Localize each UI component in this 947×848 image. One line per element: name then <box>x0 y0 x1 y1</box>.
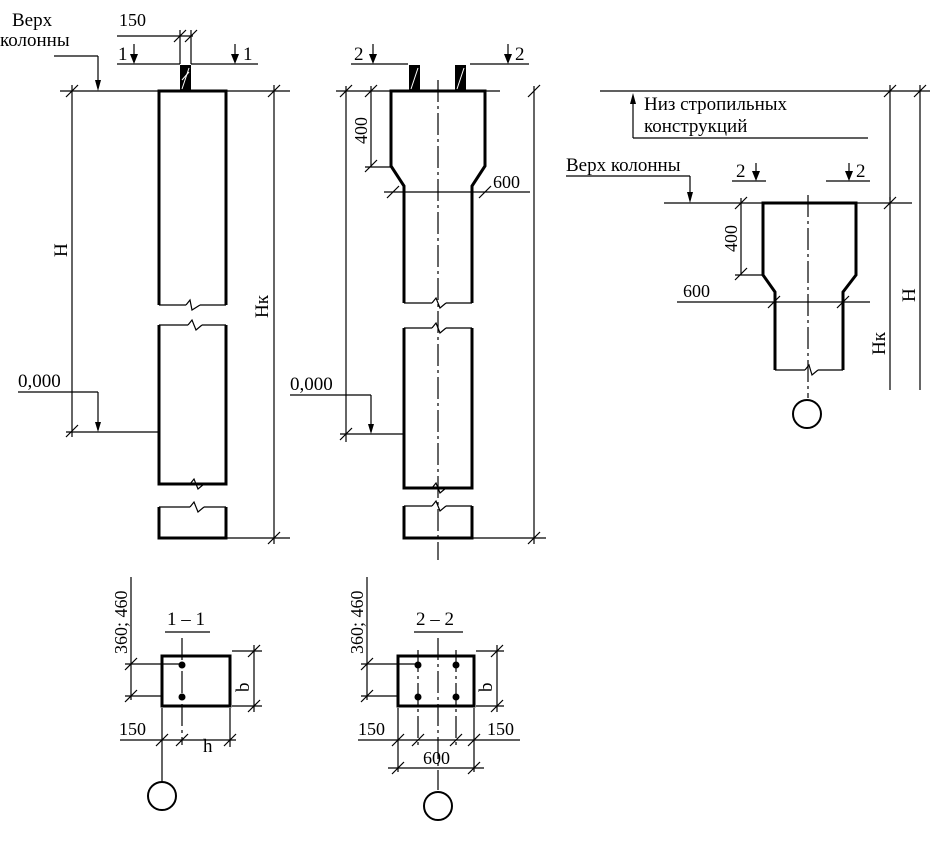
section-mark-2-right: 2 <box>515 44 525 65</box>
bottom-of-rafter-label-2: конструкций <box>644 116 747 137</box>
dim-600-detail: 600 <box>683 281 710 301</box>
Hk-label-1: Нк <box>252 294 273 318</box>
section-2-2 <box>358 577 520 821</box>
section-1-1 <box>120 577 262 811</box>
dim-150-top: 150 <box>119 10 146 30</box>
labels: Верх колонны 150 1 1 Н Нк 0,000 2 2 400 … <box>0 10 920 768</box>
dim-150-s2-left: 150 <box>358 719 385 739</box>
b-label-s1: b <box>233 683 254 693</box>
top-of-column-detail: Верх колонны <box>566 155 681 176</box>
section-mark-2-left: 2 <box>354 44 364 65</box>
zero-level-1: 0,000 <box>18 371 61 392</box>
column-detail <box>566 84 930 429</box>
section-mark-2-detail-left: 2 <box>736 161 746 182</box>
section-mark-1-right: 1 <box>243 44 253 65</box>
dim-400-detail: 400 <box>721 225 741 252</box>
section-title-1-1: 1 – 1 <box>167 609 205 630</box>
top-of-column-label-2: колонны <box>0 30 70 51</box>
zero-level-2: 0,000 <box>290 374 333 395</box>
H-label-1: Н <box>51 243 72 257</box>
dim-150-s2-right: 150 <box>487 719 514 739</box>
section-mark-2-detail-right: 2 <box>856 161 866 182</box>
bottom-of-rafter-label-1: Низ стропильных <box>644 94 788 115</box>
dim-360-460-s1: 360; 460 <box>111 590 131 654</box>
section-mark-1-left: 1 <box>118 44 128 65</box>
dim-600-s2: 600 <box>423 748 450 768</box>
dim-150-s1: 150 <box>119 719 146 739</box>
section-title-2-2: 2 – 2 <box>416 609 454 630</box>
dim-400-col2: 400 <box>351 117 371 144</box>
column-2 <box>290 44 546 560</box>
h-label-s1: h <box>203 736 213 757</box>
b-label-s2: b <box>476 683 497 693</box>
column-1 <box>18 29 290 545</box>
Hk-label-detail: Нк <box>869 331 890 355</box>
dim-600-col2: 600 <box>493 172 520 192</box>
dim-360-460-s2: 360; 460 <box>347 590 367 654</box>
H-label-detail: Н <box>899 288 920 302</box>
top-of-column-label: Верх <box>12 10 53 31</box>
